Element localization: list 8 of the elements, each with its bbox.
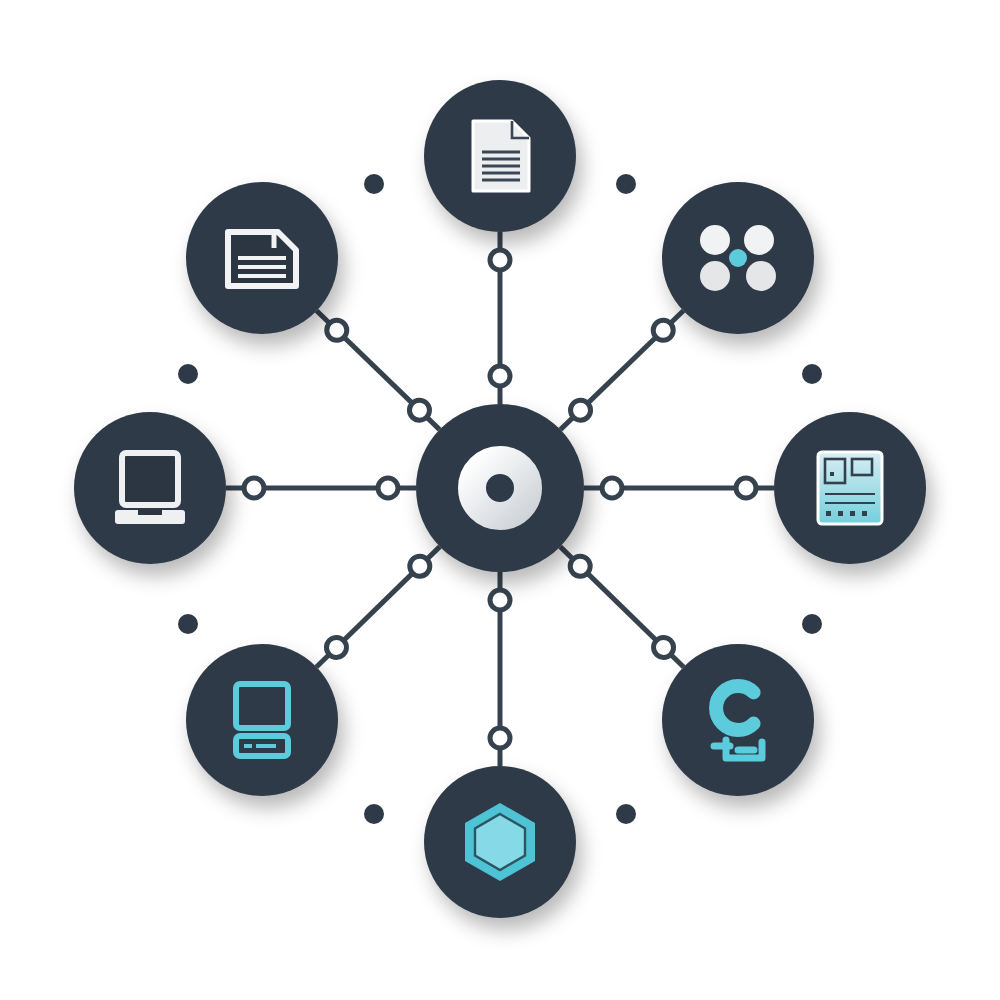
connector-line	[584, 475, 774, 501]
connector-line	[314, 544, 442, 669]
connector-line	[487, 232, 513, 404]
connector-line	[314, 309, 442, 432]
connector-line	[558, 544, 686, 669]
connector-line	[226, 475, 416, 501]
connector-line	[558, 309, 686, 432]
connector-line	[487, 572, 513, 766]
